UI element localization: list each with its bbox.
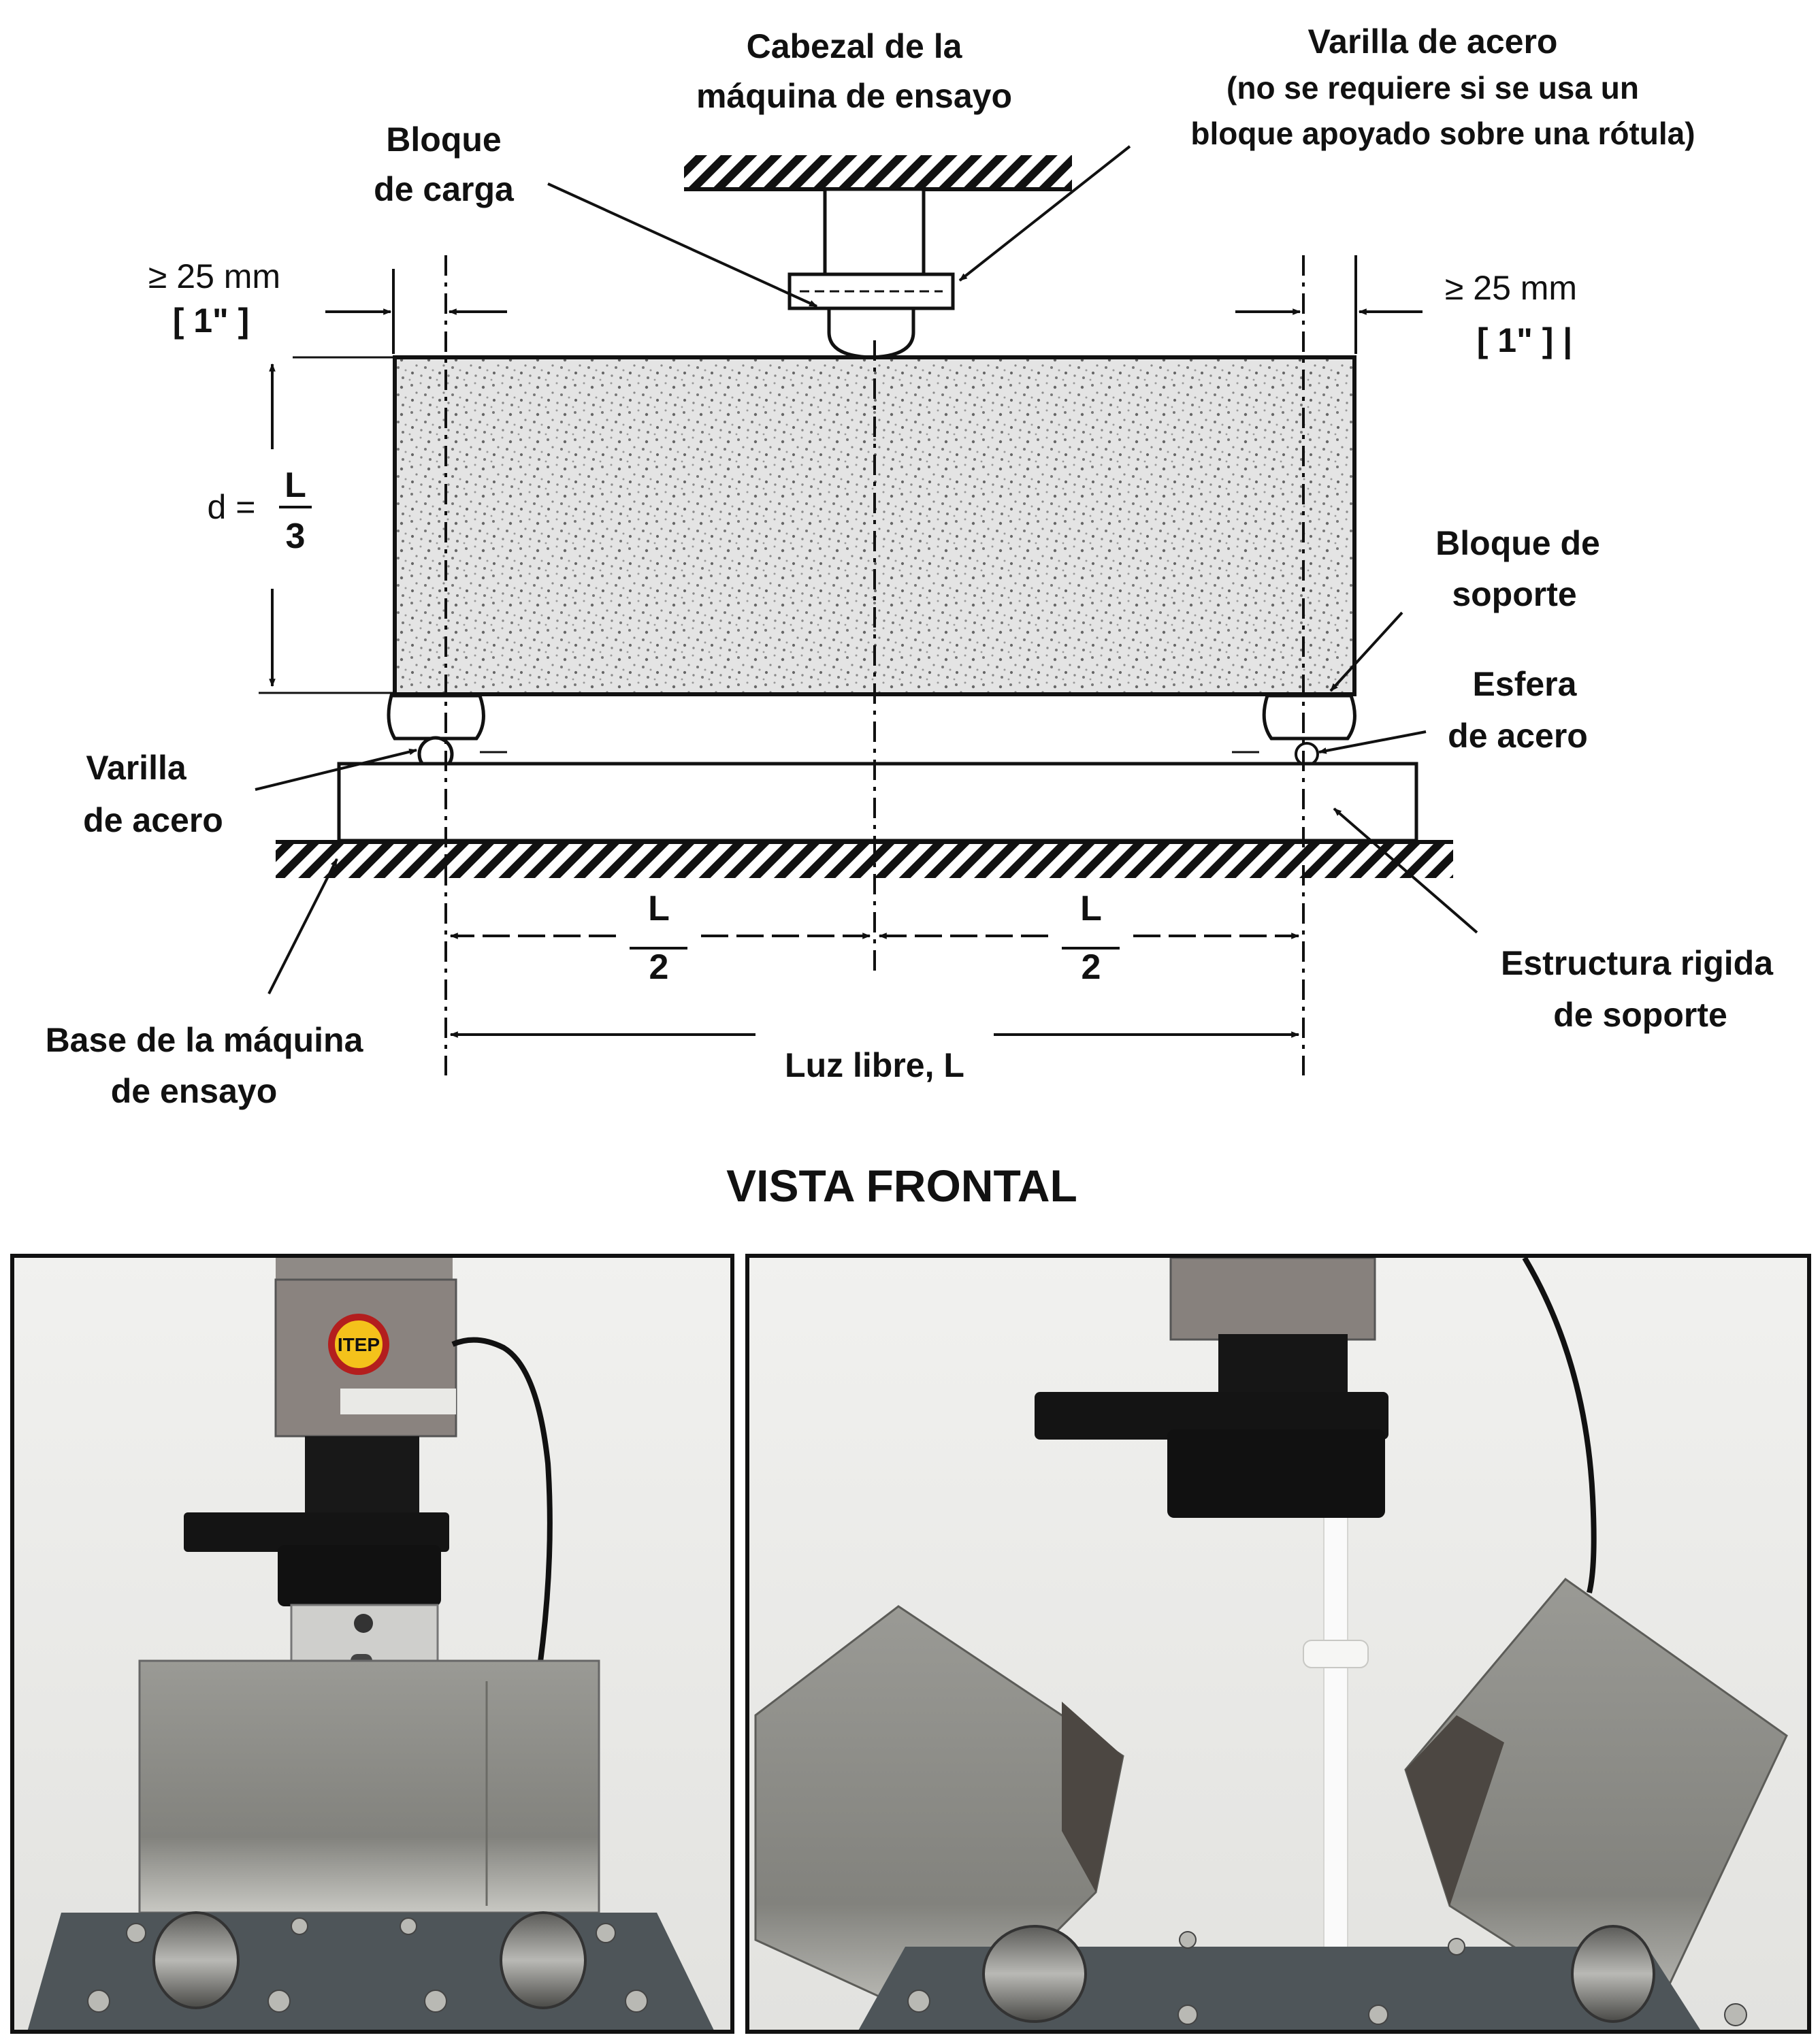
itep-logo-text: ITEP (338, 1334, 380, 1355)
itep-logo (328, 1314, 389, 1375)
label-half-left-num: L (648, 889, 670, 928)
diagram-title: VISTA FRONTAL (726, 1161, 1077, 1211)
label-esfera-line2: de acero (1448, 717, 1588, 755)
label-dim-right-line1: ≥ 25 mm (1445, 269, 1577, 307)
label-varilla-top-line1: Varilla de acero (1308, 22, 1558, 61)
label-base-line2: de ensayo (111, 1072, 278, 1110)
label-bloque-soporte-line1: Bloque de (1435, 524, 1600, 562)
label-esfera-line1: Esfera (1473, 665, 1578, 703)
label-varilla-top-line3: bloque apoyado sobre una rótula) (1190, 116, 1695, 151)
label-luz-libre: Luz libre, L (785, 1046, 964, 1084)
label-bloque-soporte-line2: soporte (1452, 575, 1576, 613)
label-varilla-bottom-line2: de acero (83, 801, 223, 839)
machine-head-hatch (684, 155, 1072, 188)
load-block-shoe (827, 306, 915, 359)
label-dim-left-line1: ≥ 25 mm (148, 257, 280, 295)
label-dim-left-line2: [ 1" ] (173, 302, 250, 340)
label-bloque-carga-line1: Bloque (386, 120, 501, 159)
photo-left-beam (138, 1659, 600, 1914)
label-half-right-num: L (1080, 889, 1102, 928)
label-half-left-den: 2 (649, 947, 669, 987)
photo-right-after-failure (745, 1254, 1811, 2034)
label-varilla-bottom-line1: Varilla (86, 749, 187, 787)
label-cabezal-line1: Cabezal de la (747, 27, 963, 65)
machine-head-stem (823, 187, 926, 276)
label-varilla-top-line2: (no se requiere si se usa un (1226, 70, 1639, 106)
flexural-test-diagram: Cabezal de la máquina de ensayo Varilla … (46, 22, 1774, 1211)
label-estructura-line1: Estructura rigida (1501, 944, 1774, 982)
label-bloque-carga-line2: de carga (374, 170, 515, 208)
label-dim-right-line2: [ 1" ] | (1477, 321, 1572, 360)
label-estructura-line2: de soporte (1553, 996, 1727, 1034)
photo-left-before-test: ITEP (10, 1254, 734, 2034)
label-depth-prefix: d = (208, 488, 256, 526)
support-block-left (387, 694, 485, 741)
support-block-right (1262, 694, 1356, 741)
rigid-support-structure (337, 762, 1418, 843)
steel-sphere-right (1295, 742, 1319, 766)
label-half-right-den: 2 (1082, 947, 1101, 987)
label-depth-den: 3 (286, 517, 306, 556)
label-cabezal-line2: máquina de ensayo (696, 77, 1012, 115)
label-base-line1: Base de la máquina (46, 1021, 364, 1059)
machine-base-hatch (276, 844, 1453, 878)
label-depth-num: L (285, 466, 306, 505)
